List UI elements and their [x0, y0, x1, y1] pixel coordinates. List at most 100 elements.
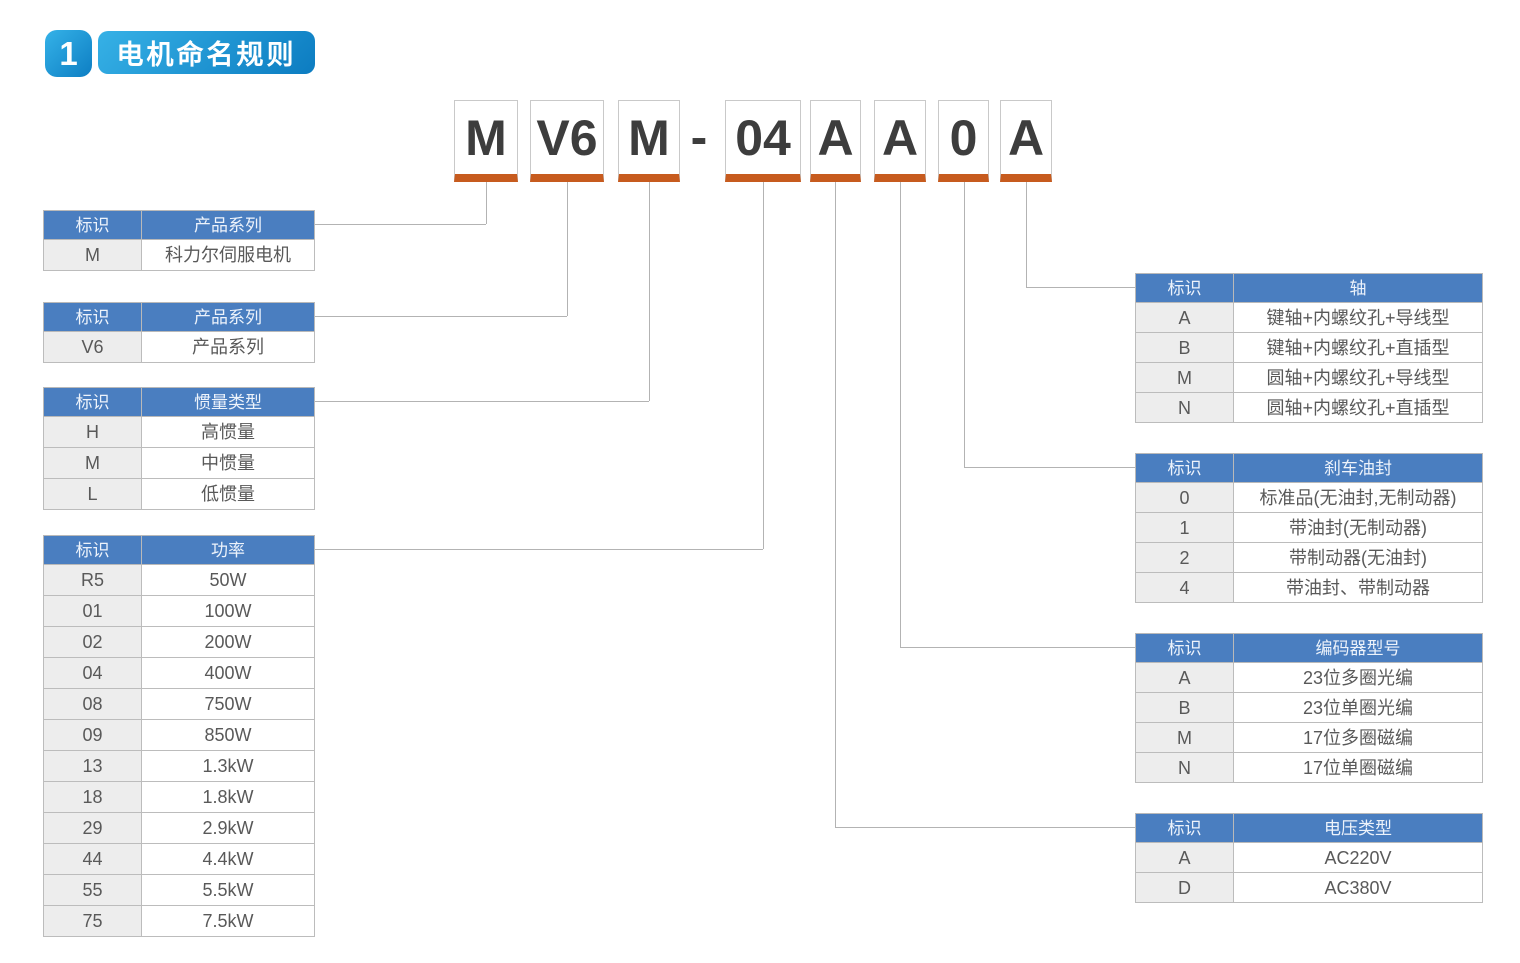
code-cell: N	[1135, 392, 1234, 423]
code-cell: V6	[43, 331, 142, 363]
code-cell: B	[1135, 332, 1234, 363]
column-header: 电压类型	[1233, 813, 1483, 843]
model-segment-box-brake: 0	[938, 100, 989, 182]
description-cell: AC220V	[1233, 842, 1483, 873]
description-cell: 200W	[141, 626, 315, 658]
code-cell: A	[1135, 662, 1234, 693]
model-segment-box-voltage: A	[810, 100, 861, 182]
section-number-badge: 1	[45, 30, 92, 77]
description-cell: AC380V	[1233, 872, 1483, 903]
column-header: 惯量类型	[141, 387, 315, 417]
column-header: 标识	[43, 302, 142, 332]
column-header: 标识	[43, 210, 142, 240]
column-header: 标识	[1135, 453, 1234, 483]
column-header: 产品系列	[141, 302, 315, 332]
connector-line-series-v6	[567, 182, 568, 316]
description-cell: 键轴+内螺纹孔+导线型	[1233, 302, 1483, 333]
description-cell: 高惯量	[141, 416, 315, 448]
code-cell: 4	[1135, 572, 1234, 603]
code-cell: A	[1135, 842, 1234, 873]
description-cell: 圆轴+内螺纹孔+导线型	[1233, 362, 1483, 393]
code-cell: 2	[1135, 542, 1234, 573]
page-title: 电机命名规则	[98, 31, 315, 74]
code-cell: M	[1135, 362, 1234, 393]
table-header-row: 标识刹车油封	[1135, 453, 1483, 483]
table-header-row: 标识电压类型	[1135, 813, 1483, 843]
code-cell: M	[1135, 722, 1234, 753]
model-segment-box-power: 04	[725, 100, 801, 182]
description-cell: 2.9kW	[141, 812, 315, 844]
model-segment-box-series-m: M	[454, 100, 518, 182]
connector-line-voltage	[835, 827, 1135, 828]
column-header: 标识	[43, 387, 142, 417]
code-cell: M	[43, 447, 142, 479]
table-header-row: 标识轴	[1135, 273, 1483, 303]
table-header-row: 标识产品系列	[43, 210, 315, 240]
code-cell: 08	[43, 688, 142, 720]
code-cell: 09	[43, 719, 142, 751]
column-header: 标识	[1135, 633, 1234, 663]
code-cell: N	[1135, 752, 1234, 783]
model-segment-dash: -	[690, 109, 708, 165]
code-cell: 0	[1135, 482, 1234, 513]
description-cell: 中惯量	[141, 447, 315, 479]
column-header: 标识	[1135, 813, 1234, 843]
code-cell: B	[1135, 692, 1234, 723]
code-cell: M	[43, 239, 142, 271]
description-cell: 带制动器(无油封)	[1233, 542, 1483, 573]
description-cell: 4.4kW	[141, 843, 315, 875]
description-cell: 7.5kW	[141, 905, 315, 937]
description-cell: 低惯量	[141, 478, 315, 510]
description-cell: 1.8kW	[141, 781, 315, 813]
description-cell: 23位单圈光编	[1233, 692, 1483, 723]
column-header: 轴	[1233, 273, 1483, 303]
connector-line-power	[763, 182, 764, 549]
code-cell: H	[43, 416, 142, 448]
description-cell: 850W	[141, 719, 315, 751]
description-cell: 100W	[141, 595, 315, 627]
connector-line-power	[315, 549, 763, 550]
description-cell: 400W	[141, 657, 315, 689]
column-header: 刹车油封	[1233, 453, 1483, 483]
model-segment-box-inertia: M	[618, 100, 680, 182]
connector-line-inertia	[649, 182, 650, 401]
code-cell: A	[1135, 302, 1234, 333]
description-cell: 50W	[141, 564, 315, 596]
connector-line-encoder	[900, 647, 1135, 648]
table-header-row: 标识编码器型号	[1135, 633, 1483, 663]
description-cell: 科力尔伺服电机	[141, 239, 315, 271]
column-header: 产品系列	[141, 210, 315, 240]
table-header-row: 标识功率	[43, 535, 315, 565]
description-cell: 带油封(无制动器)	[1233, 512, 1483, 543]
description-cell: 5.5kW	[141, 874, 315, 906]
description-cell: 23位多圈光编	[1233, 662, 1483, 693]
connector-line-series-v6	[315, 316, 567, 317]
description-cell: 产品系列	[141, 331, 315, 363]
